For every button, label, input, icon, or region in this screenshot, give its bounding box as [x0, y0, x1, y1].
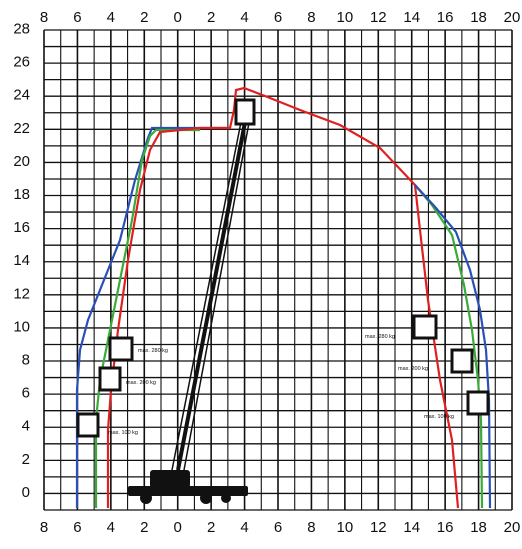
left-tick-label: 14	[13, 252, 30, 269]
basket-left-low	[76, 412, 100, 438]
left-tick-label: 16	[13, 219, 30, 236]
load-label-right-mid: max. 200 kg	[398, 366, 428, 372]
basket-left-upper	[108, 336, 134, 362]
bottom-tick-label: 18	[470, 519, 487, 536]
left-tick-label: 8	[22, 351, 30, 368]
bottom-tick-label: 4	[107, 519, 115, 536]
bottom-tick-label: 2	[207, 519, 215, 536]
basket-right-mid	[450, 348, 474, 374]
vehicle-base	[128, 470, 248, 504]
bottom-tick-label: 16	[437, 519, 454, 536]
left-tick-label: 28	[13, 20, 30, 37]
fine-grid	[108, 88, 458, 508]
top-tick-label: 8	[307, 9, 315, 26]
left-tick-label: 6	[22, 385, 30, 402]
left-tick-label: 18	[13, 186, 30, 203]
bottom-tick-label: 10	[337, 519, 354, 536]
envelope-red-curve	[106, 86, 460, 509]
envelope-fill	[108, 88, 458, 508]
top-tick-label: 4	[240, 9, 248, 26]
left-tick-label: 24	[13, 87, 30, 104]
top-tick-label: 2	[140, 9, 148, 26]
top-tick-label: 6	[274, 9, 282, 26]
load-label-left-mid: max. 200 kg	[126, 380, 156, 386]
bottom-tick-label: 4	[240, 519, 248, 536]
basket-top	[234, 98, 256, 126]
envelope-green-curve	[94, 128, 200, 508]
bottom-tick-label: 14	[403, 519, 420, 536]
top-tick-label: 10	[337, 9, 354, 26]
left-tick-label: 26	[13, 54, 30, 71]
left-tick-label: 22	[13, 120, 30, 137]
top-tick-label: 8	[40, 9, 48, 26]
bottom-tick-label: 6	[73, 519, 81, 536]
basket-left-mid	[98, 366, 122, 392]
left-tick-label: 20	[13, 153, 30, 170]
top-tick-label: 0	[174, 9, 182, 26]
load-label-right-upper: max. 280 kg	[365, 334, 395, 340]
bottom-tick-label: 8	[40, 519, 48, 536]
top-tick-label: 6	[73, 9, 81, 26]
bottom-tick-label: 12	[370, 519, 387, 536]
load-label-right-low: max. 100 kg	[424, 414, 454, 420]
top-tick-label: 18	[470, 9, 487, 26]
top-tick-label: 16	[437, 9, 454, 26]
bottom-tick-label: 0	[174, 519, 182, 536]
top-tick-label: 12	[370, 9, 387, 26]
load-label-left-low: max. 100 kg	[108, 430, 138, 436]
left-tick-label: 10	[13, 318, 30, 335]
left-tick-label: 0	[22, 484, 30, 501]
basket-right-low	[466, 390, 490, 416]
bottom-tick-label: 6	[274, 519, 282, 536]
envelope-blue-curve	[75, 126, 230, 508]
boom-arm	[171, 111, 252, 471]
basket-right-upper	[412, 314, 438, 340]
top-tick-label: 20	[504, 9, 521, 26]
left-tick-label: 2	[22, 451, 30, 468]
left-tick-label: 12	[13, 285, 30, 302]
top-tick-label: 14	[403, 9, 420, 26]
bottom-tick-label: 20	[504, 519, 521, 536]
left-tick-label: 4	[22, 418, 30, 435]
bottom-tick-label: 8	[307, 519, 315, 536]
load-label-left-upper: max. 280 kg	[138, 348, 168, 354]
top-tick-label: 4	[107, 9, 115, 26]
top-tick-label: 2	[207, 9, 215, 26]
bottom-tick-label: 2	[140, 519, 148, 536]
